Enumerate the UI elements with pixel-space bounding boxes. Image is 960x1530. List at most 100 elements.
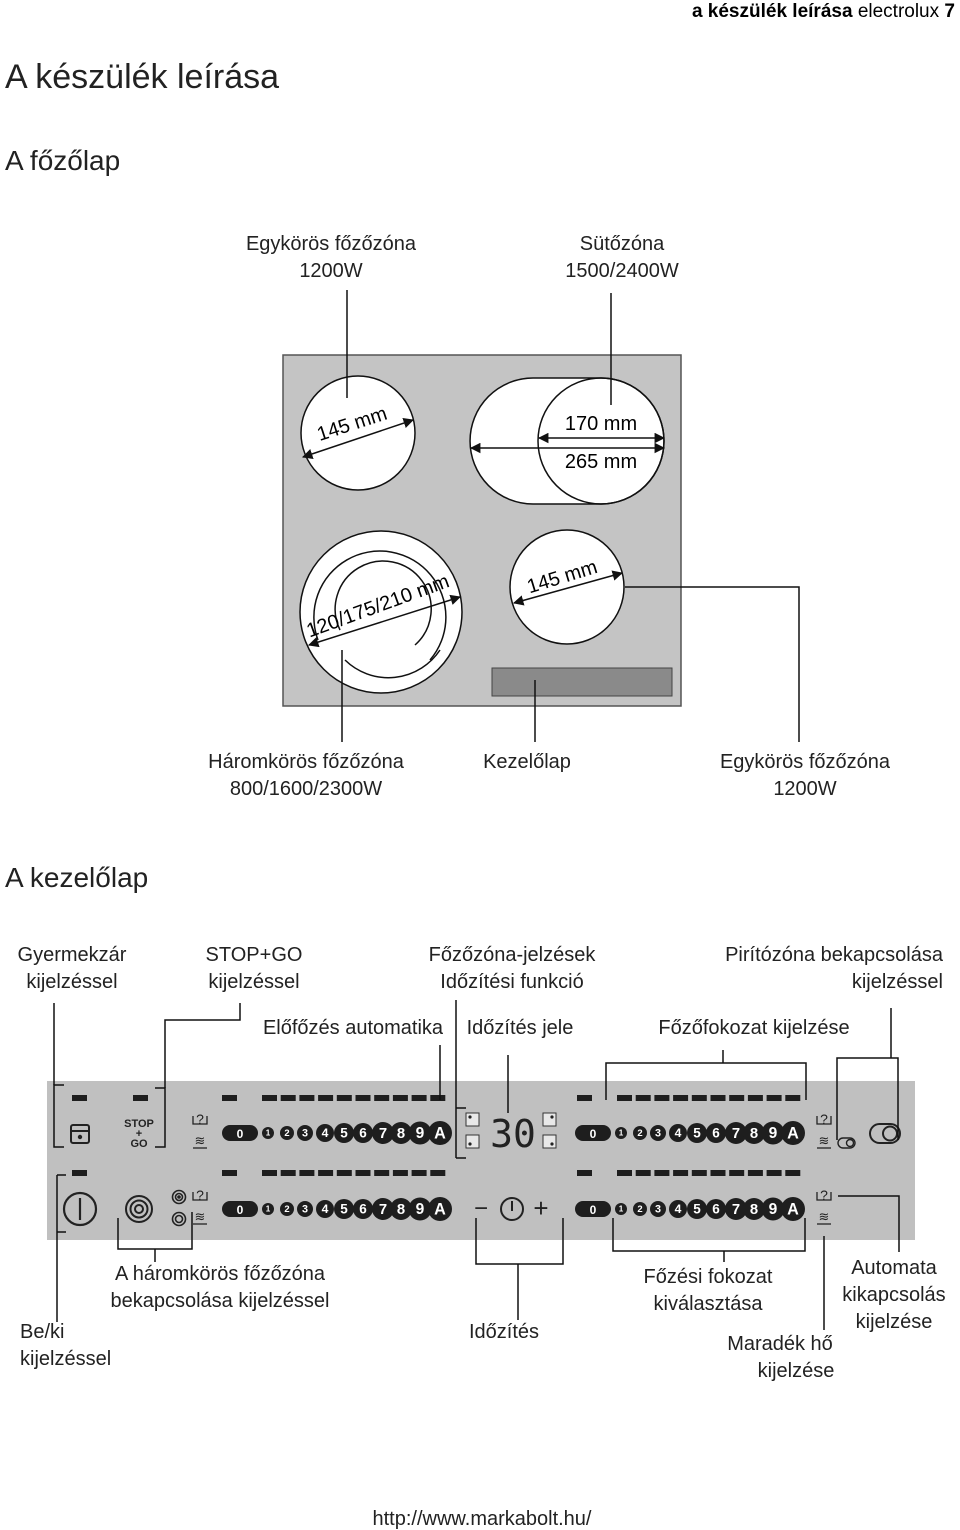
level-9-button[interactable] xyxy=(408,1197,432,1221)
level-label: 1 xyxy=(266,1129,271,1138)
label-timer-sign: Időzítés jele xyxy=(467,1017,574,1039)
zone-indicator-icon xyxy=(465,1112,480,1127)
level-8-button[interactable] xyxy=(743,1122,765,1144)
level-label: 7 xyxy=(379,1202,387,1218)
timer-clock-icon[interactable] xyxy=(500,1197,524,1221)
level-6-button[interactable] xyxy=(706,1123,726,1143)
help-icon: ? xyxy=(820,1111,828,1127)
level-dash xyxy=(577,1170,592,1176)
help-icon: ? xyxy=(820,1187,828,1203)
level-0-button[interactable] xyxy=(575,1125,611,1141)
level-3-button[interactable] xyxy=(297,1201,313,1217)
level-3-button[interactable] xyxy=(650,1201,666,1217)
level-7-button[interactable] xyxy=(372,1198,394,1220)
timer-minus-button[interactable]: − xyxy=(474,1195,488,1222)
warming-zone-button[interactable] xyxy=(869,1123,901,1144)
level-6-button[interactable] xyxy=(353,1199,373,1219)
level-7-button[interactable] xyxy=(372,1122,394,1144)
level-3-button[interactable] xyxy=(297,1125,313,1141)
level-dash xyxy=(785,1170,801,1176)
level-dash xyxy=(766,1095,782,1101)
level-A-button[interactable] xyxy=(428,1121,452,1145)
level-dash xyxy=(299,1095,315,1101)
control-strip xyxy=(491,667,673,697)
level-2-button[interactable] xyxy=(280,1202,294,1216)
level-4-button[interactable] xyxy=(316,1200,334,1218)
level-0-button[interactable] xyxy=(222,1125,258,1141)
level-label: 1 xyxy=(619,1205,624,1214)
level-4-button[interactable] xyxy=(669,1200,687,1218)
level-5-button[interactable] xyxy=(334,1123,354,1143)
level-0-button[interactable] xyxy=(222,1201,258,1217)
label-control-panel: Kezelőlap xyxy=(483,751,571,773)
level-dash xyxy=(617,1095,632,1101)
footer-url[interactable]: http://www.markabolt.hu/ xyxy=(373,1508,592,1530)
level-8-button[interactable] xyxy=(390,1198,412,1220)
level-3-button[interactable] xyxy=(650,1125,666,1141)
level-4-button[interactable] xyxy=(669,1124,687,1142)
level-label: 6 xyxy=(359,1202,367,1217)
level-dash xyxy=(654,1095,670,1101)
level-label: 8 xyxy=(750,1126,758,1142)
level-label: 5 xyxy=(693,1126,701,1141)
dim-roaster-large: 265 mm xyxy=(565,451,637,473)
level-1-button[interactable] xyxy=(262,1127,274,1139)
residual-heat-icon: ≋ xyxy=(195,1209,206,1224)
level-1-button[interactable] xyxy=(615,1127,627,1139)
level-label: 8 xyxy=(397,1126,405,1142)
power-button[interactable] xyxy=(62,1191,98,1227)
level-dash xyxy=(729,1170,745,1176)
level-4-button[interactable] xyxy=(316,1124,334,1142)
level-dash xyxy=(355,1170,371,1176)
child-lock-icon[interactable] xyxy=(70,1124,90,1144)
label-child-lock: Gyermekzár xyxy=(18,944,127,966)
level-9-button[interactable] xyxy=(761,1121,785,1145)
level-dash xyxy=(710,1170,726,1176)
level-label: 9 xyxy=(769,1125,778,1142)
level-label: 8 xyxy=(750,1202,758,1218)
level-7-button[interactable] xyxy=(725,1122,747,1144)
level-9-button[interactable] xyxy=(408,1121,432,1145)
level-1-button[interactable] xyxy=(262,1203,274,1215)
level-label: 9 xyxy=(769,1201,778,1218)
level-A-button[interactable] xyxy=(428,1197,452,1221)
level-dash xyxy=(577,1095,592,1101)
triple-zone-indicator-icon xyxy=(171,1189,187,1227)
level-1-button[interactable] xyxy=(615,1203,627,1215)
level-0-button[interactable] xyxy=(575,1201,611,1217)
level-dash xyxy=(691,1095,707,1101)
level-5-button[interactable] xyxy=(334,1199,354,1219)
label-level-display: Főzőfokozat kijelzése xyxy=(658,1017,849,1039)
level-6-button[interactable] xyxy=(353,1123,373,1143)
label-bottom-right-zone: Egykörös főzőzóna xyxy=(720,751,891,773)
level-2-button[interactable] xyxy=(633,1126,647,1140)
level-5-button[interactable] xyxy=(687,1123,707,1143)
level-9-button[interactable] xyxy=(761,1197,785,1221)
level-2-button[interactable] xyxy=(280,1126,294,1140)
level-label: 0 xyxy=(590,1203,597,1217)
plus-text: + xyxy=(136,1128,142,1140)
triple-zone-button[interactable] xyxy=(125,1195,153,1223)
header-section: a készülék leírása xyxy=(692,1,853,22)
level-8-button[interactable] xyxy=(743,1198,765,1220)
dim-roaster-small: 170 mm xyxy=(565,413,637,435)
level-dash xyxy=(411,1170,427,1176)
label-timer-function: Időzítési funkció xyxy=(440,971,583,993)
level-8-button[interactable] xyxy=(390,1122,412,1144)
level-6-button[interactable] xyxy=(706,1199,726,1219)
level-A-button[interactable] xyxy=(781,1197,805,1221)
level-label: A xyxy=(787,1124,799,1142)
level-A-button[interactable] xyxy=(781,1121,805,1145)
control-panel: STOP + GO ?≋?≋?≋?≋ 30 − + xyxy=(47,1000,915,1330)
help-icon: ? xyxy=(196,1187,204,1203)
level-7-button[interactable] xyxy=(725,1198,747,1220)
level-2-button[interactable] xyxy=(633,1202,647,1216)
timer-plus-button[interactable]: + xyxy=(533,1193,548,1223)
label-top-right-zone: Sütőzóna xyxy=(580,233,665,255)
stop-go-button[interactable]: STOP + GO xyxy=(124,1118,154,1150)
level-5-button[interactable] xyxy=(687,1199,707,1219)
